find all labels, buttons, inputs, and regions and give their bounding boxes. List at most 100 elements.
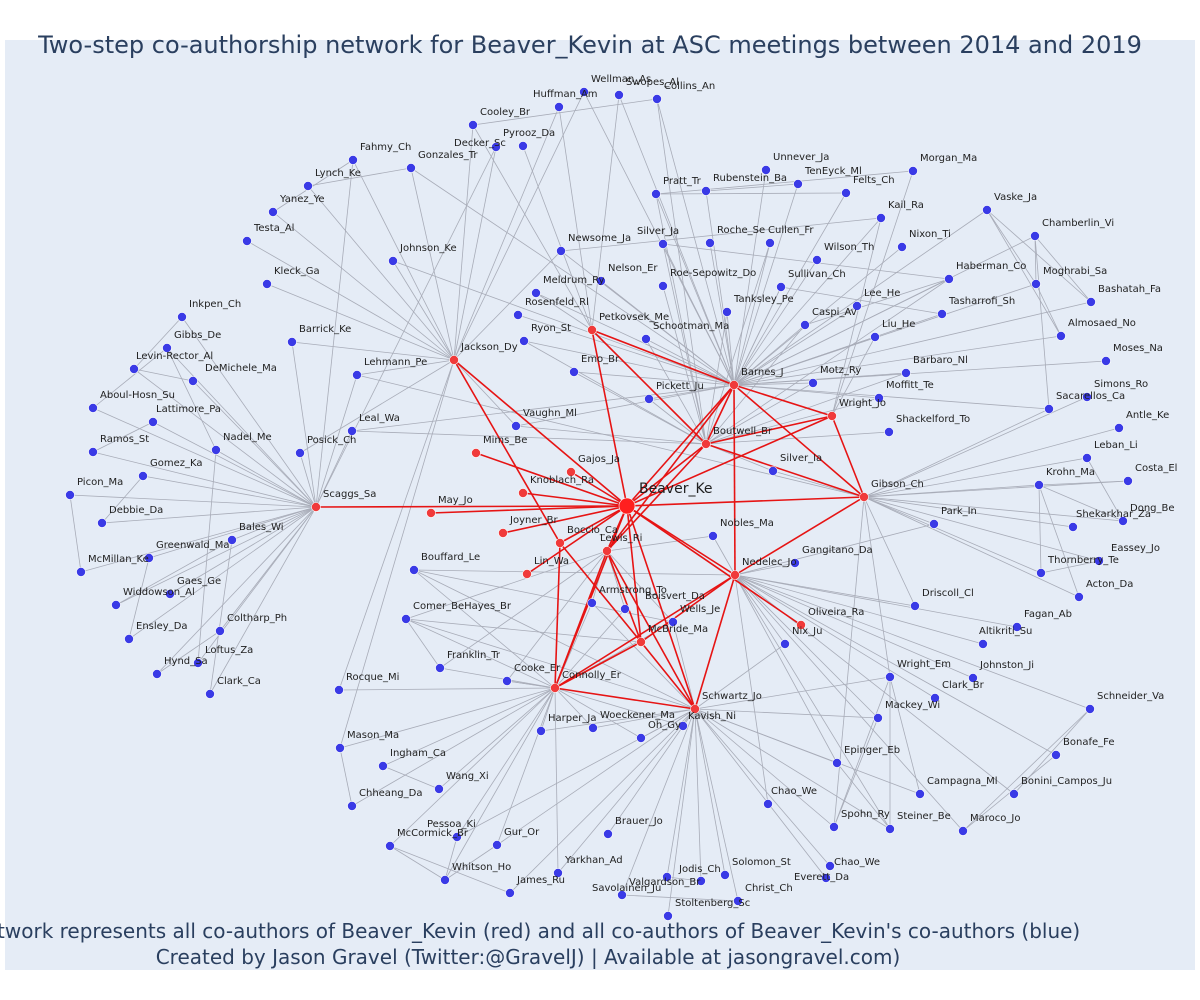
node-valgardson-br[interactable] <box>696 876 706 886</box>
node-caspi-av[interactable] <box>800 320 810 330</box>
node-armstrong-to[interactable] <box>587 598 597 608</box>
node-sacarellos-ca[interactable] <box>1044 404 1054 414</box>
node-ensley-da[interactable] <box>124 634 134 644</box>
node-emo-br[interactable] <box>569 367 579 377</box>
node-stoltenberg-sc[interactable] <box>663 911 673 921</box>
node-franklin-tr[interactable] <box>435 663 445 673</box>
node-savolainen-ju[interactable] <box>617 890 627 900</box>
node-moghrabi-sa[interactable] <box>1031 279 1041 289</box>
node-levin-rector-al[interactable] <box>129 364 139 374</box>
node-liu-he[interactable] <box>870 332 880 342</box>
node-coltharp-ph[interactable] <box>215 626 225 636</box>
node-pessoa-ki[interactable] <box>452 832 462 842</box>
node-campagna-ml[interactable] <box>915 789 925 799</box>
node-mackey-wi[interactable] <box>873 713 883 723</box>
node-lynch-ke[interactable] <box>303 181 313 191</box>
node-lattimore-pa[interactable] <box>148 417 158 427</box>
node-gaes-ge[interactable] <box>165 589 175 599</box>
node-ramos-st[interactable] <box>88 447 98 457</box>
node-everett-da[interactable] <box>821 873 831 883</box>
node-nedelec-jo[interactable] <box>730 570 740 580</box>
node-boutwell-br[interactable] <box>701 439 711 449</box>
node-johnston-ji[interactable] <box>968 673 978 683</box>
node-gomez-ka[interactable] <box>138 471 148 481</box>
node-ryon-st[interactable] <box>519 336 529 346</box>
node-clark-br[interactable] <box>930 693 940 703</box>
node-felts-ch[interactable] <box>841 188 851 198</box>
node-altikriti-su[interactable] <box>978 639 988 649</box>
node-gibbs-de[interactable] <box>162 343 172 353</box>
node-bonini-campos-ju[interactable] <box>1009 789 1019 799</box>
node-mason-ma[interactable] <box>335 743 345 753</box>
node-wells-je[interactable] <box>668 617 678 627</box>
node-teneyck-ml[interactable] <box>793 179 803 189</box>
node-dong-be[interactable] <box>1118 516 1128 526</box>
node-swopes-al[interactable] <box>614 90 624 100</box>
node-driscoll-cl[interactable] <box>910 601 920 611</box>
node-rocque-mi[interactable] <box>334 685 344 695</box>
node-costa-el[interactable] <box>1123 476 1133 486</box>
node-silver-ia[interactable] <box>768 466 778 476</box>
node-huffman-am[interactable] <box>554 102 564 112</box>
node-shekarkhar-za[interactable] <box>1068 522 1078 532</box>
node-hynd-sa[interactable] <box>152 669 162 679</box>
node-chao-we2[interactable] <box>763 799 773 809</box>
node-whitson-ho[interactable] <box>440 875 450 885</box>
node-chheang-da[interactable] <box>347 801 357 811</box>
node-inkpen-ch[interactable] <box>177 312 187 322</box>
node-may-jo[interactable] <box>426 508 436 518</box>
node-cullen-fr[interactable] <box>765 238 775 248</box>
node-johnson-ke[interactable] <box>388 256 398 266</box>
node-woeckener-ma[interactable] <box>588 723 598 733</box>
node-debbie-da[interactable] <box>97 518 107 528</box>
node-jodis-ch[interactable] <box>662 872 672 882</box>
node-gibson-ch[interactable] <box>859 492 869 502</box>
node-christ-ch[interactable] <box>733 896 743 906</box>
node-solomon-st[interactable] <box>720 870 730 880</box>
node-pratt-tr[interactable] <box>651 189 661 199</box>
node-rubenstein-ba[interactable] <box>701 186 711 196</box>
node-nobles-ma[interactable] <box>708 531 718 541</box>
node-chamberlin-vi[interactable] <box>1030 231 1040 241</box>
node-widdowson-al[interactable] <box>111 600 121 610</box>
node-oh-gy[interactable] <box>636 733 646 743</box>
node-yarkhan-ad[interactable] <box>553 868 563 878</box>
node-cooley-br[interactable] <box>468 120 478 130</box>
node-collins-an[interactable] <box>652 94 662 104</box>
node-mims-be[interactable] <box>471 448 481 458</box>
node-acton-da[interactable] <box>1074 592 1084 602</box>
node-fahmy-ch[interactable] <box>348 155 358 165</box>
node-schootman-ma[interactable] <box>641 334 651 344</box>
node-sullivan-ch[interactable] <box>776 282 786 292</box>
node-harper-ja[interactable] <box>536 726 546 736</box>
node-krohn-ma[interactable] <box>1034 480 1044 490</box>
node-moffitt-te[interactable] <box>874 393 884 403</box>
node-shackelford-to[interactable] <box>884 427 894 437</box>
node-mcbride-ma[interactable] <box>636 637 646 647</box>
node-picon-ma[interactable] <box>65 490 75 500</box>
node-leban-li[interactable] <box>1082 453 1092 463</box>
node-simons-ro[interactable] <box>1082 392 1092 402</box>
node-lin-wa[interactable] <box>522 569 532 579</box>
node-kavish-ni[interactable] <box>690 704 700 714</box>
node-morgan-ma[interactable] <box>908 166 918 176</box>
node-demichele-ma[interactable] <box>188 376 198 386</box>
node-decker-sc[interactable] <box>491 142 501 152</box>
node-lewis-ri[interactable] <box>602 546 612 556</box>
node-newsome-ja[interactable] <box>556 246 566 256</box>
node-lee-he[interactable] <box>852 301 862 311</box>
node-unnever-ja[interactable] <box>761 165 771 175</box>
node-thornberry-te[interactable] <box>1036 568 1046 578</box>
node-wright-jo[interactable] <box>827 411 837 421</box>
node-testa-al[interactable] <box>242 236 252 246</box>
node-wright-em[interactable] <box>885 672 895 682</box>
node-vaughn-ml[interactable] <box>511 421 521 431</box>
node-james-ru[interactable] <box>505 888 515 898</box>
node-loftus-za[interactable] <box>193 658 203 668</box>
node-pyrooz-da[interactable] <box>518 141 528 151</box>
node-cooke-er[interactable] <box>502 676 512 686</box>
node-greenwald-ma[interactable] <box>144 553 154 563</box>
node-connolly-er[interactable] <box>550 683 560 693</box>
node-oliveira-ra[interactable] <box>796 620 806 630</box>
node-tanksley-pe[interactable] <box>722 307 732 317</box>
